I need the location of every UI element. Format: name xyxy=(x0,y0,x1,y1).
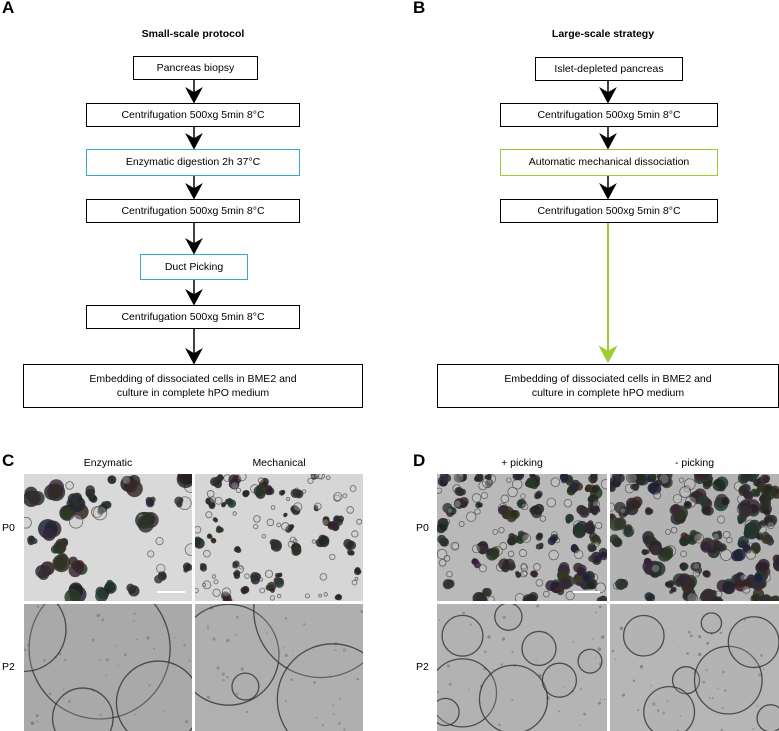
micrograph-texture xyxy=(24,474,192,601)
embedding-a-line2: culture in complete hPO medium xyxy=(116,387,270,399)
arrowhead-b2 xyxy=(599,133,617,150)
step-duct-picking: Duct Picking xyxy=(140,254,248,280)
arrowhead-a1 xyxy=(185,87,203,104)
panel-d-col-plus-picking: + picking xyxy=(501,457,543,469)
arrowhead-b1 xyxy=(599,87,617,104)
micrograph-c-p2-mechanical xyxy=(195,604,363,731)
micrograph-texture xyxy=(437,604,607,731)
embedding-a-line1: Embedding of dissociated cells in BME2 a… xyxy=(89,372,297,385)
panel-c-col-enzymatic: Enzymatic xyxy=(83,457,133,469)
arrowhead-a3 xyxy=(185,183,203,200)
panel-d-col-minus-picking: - picking xyxy=(674,457,715,469)
arrowhead-b3 xyxy=(599,183,617,200)
step-islet-depleted-pancreas: Islet-depleted pancreas xyxy=(535,57,683,81)
step-pancreas-biopsy: Pancreas biopsy xyxy=(133,56,258,80)
micrograph-c-p0-mechanical xyxy=(195,474,363,601)
arrows-panel-b xyxy=(599,81,617,200)
step-centrifugation-a3: Centrifugation 500xg 5min 8°C xyxy=(86,305,300,329)
arrow-b-green xyxy=(598,223,618,364)
panel-d-row-p0: P0 xyxy=(416,522,429,534)
embedding-b-line2: culture in complete hPO medium xyxy=(531,387,685,399)
step-automatic-mechanical-dissociation: Automatic mechanical dissociation xyxy=(500,149,718,176)
step-centrifugation-b2: Centrifugation 500xg 5min 8°C xyxy=(500,199,718,223)
arrowhead-a2 xyxy=(185,133,203,150)
step-centrifugation-a2: Centrifugation 500xg 5min 8°C xyxy=(86,199,300,223)
micrograph-texture xyxy=(195,604,363,731)
panel-letter-d: D xyxy=(413,451,426,470)
micrograph-d-p2-minus-picking xyxy=(610,604,779,731)
micrograph-texture xyxy=(610,604,779,731)
arrowhead-a5 xyxy=(185,289,203,306)
panel-letter-b: B xyxy=(413,0,426,17)
embedding-b-line1: Embedding of dissociated cells in BME2 a… xyxy=(504,372,712,385)
step-enzymatic-digestion: Enzymatic digestion 2h 37°C xyxy=(86,149,300,176)
arrowhead-b4-green xyxy=(598,345,618,364)
arrowhead-a6 xyxy=(185,348,203,365)
panel-c-row-p2: P2 xyxy=(2,661,15,673)
scale-bar-c xyxy=(157,591,185,593)
scale-bar-d xyxy=(573,591,600,593)
micrograph-texture xyxy=(195,474,363,601)
arrows-panel-a xyxy=(185,80,203,365)
panel-letter-c: C xyxy=(2,451,15,470)
micrograph-texture xyxy=(24,604,192,731)
step-centrifugation-a1: Centrifugation 500xg 5min 8°C xyxy=(86,103,300,127)
panel-d-row-p2: P2 xyxy=(416,661,429,673)
panel-a-title: Small-scale protocol xyxy=(141,28,245,40)
micrograph-texture xyxy=(610,474,779,601)
panel-c-col-mechanical: Mechanical xyxy=(252,457,306,469)
panel-b-title: Large-scale strategy xyxy=(551,28,655,40)
micrograph-c-p2-enzymatic xyxy=(24,604,192,731)
micrograph-d-p2-plus-picking xyxy=(437,604,607,731)
micrograph-c-p0-enzymatic xyxy=(24,474,192,601)
panel-c-row-p0: P0 xyxy=(2,522,15,534)
micrograph-d-p0-minus-picking xyxy=(610,474,779,601)
step-embedding-a: Embedding of dissociated cells in BME2 a… xyxy=(23,364,363,408)
arrowhead-a4 xyxy=(185,238,203,255)
micrograph-d-p0-plus-picking xyxy=(437,474,607,601)
panel-letter-a: A xyxy=(2,0,15,17)
step-centrifugation-b1: Centrifugation 500xg 5min 8°C xyxy=(500,103,718,127)
step-embedding-b: Embedding of dissociated cells in BME2 a… xyxy=(437,364,779,408)
micrograph-texture xyxy=(437,474,607,601)
